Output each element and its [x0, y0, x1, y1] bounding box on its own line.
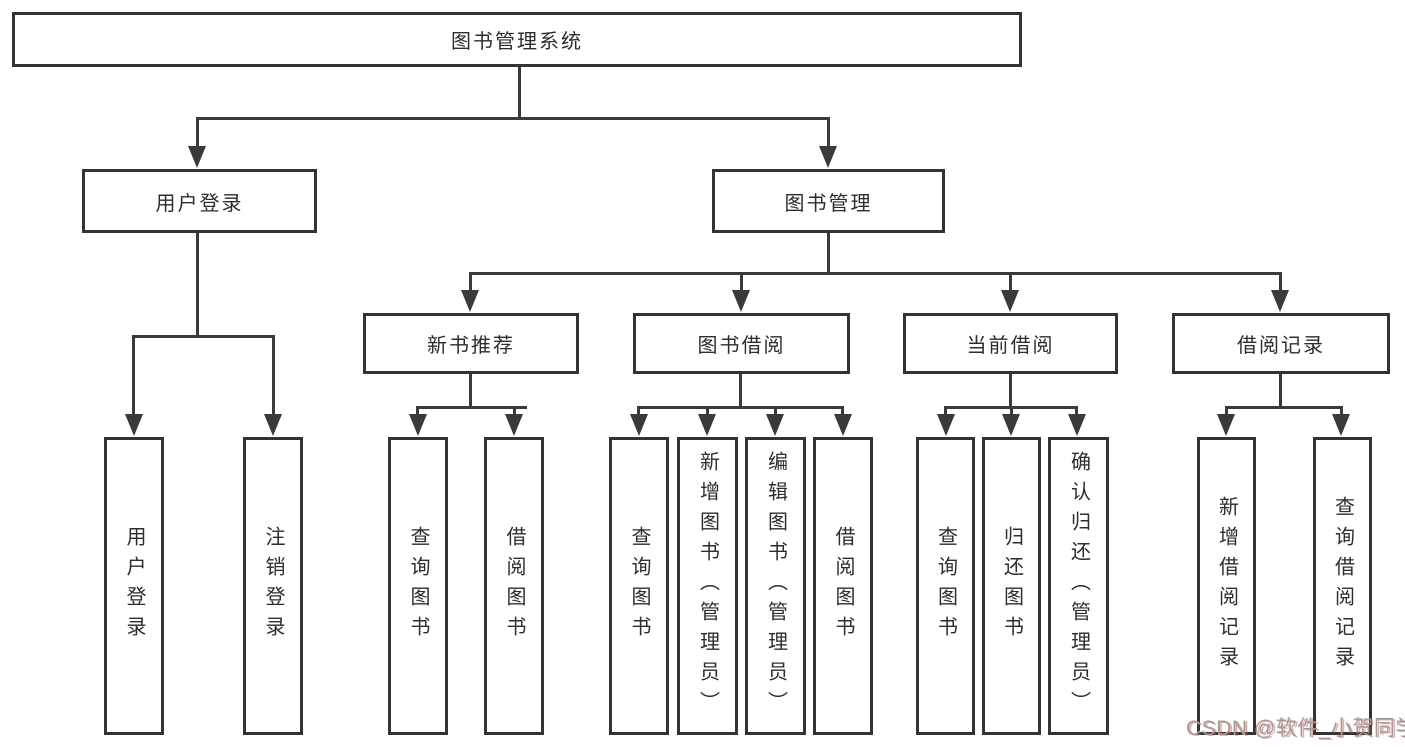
arrowhead [1217, 414, 1235, 436]
leaf-query-books-recommend-label: 查询图书 [407, 526, 429, 646]
node-user-login-label: 用户登录 [155, 192, 244, 215]
leaf-query-books-recommend: 查询图书 [388, 437, 448, 735]
connector-line [1010, 406, 1013, 418]
leaf-add-borrow-record: 新增借阅记录 [1197, 437, 1256, 735]
leaf-borrow-books-label: 借阅图书 [832, 526, 854, 646]
connector-line [637, 406, 844, 409]
connector-line [196, 117, 199, 149]
leaf-logout-label: 注销登录 [262, 526, 284, 646]
connector-line [739, 374, 742, 409]
leaf-logout: 注销登录 [243, 437, 303, 735]
leaf-confirm-return-admin: 确认归还（管理员） [1048, 437, 1109, 735]
arrowhead [630, 414, 648, 436]
arrowhead [1002, 414, 1020, 436]
arrowhead [461, 290, 479, 312]
node-book-borrow-label: 图书借阅 [697, 335, 786, 357]
connector-line [706, 406, 709, 418]
arrowhead [1068, 414, 1086, 436]
node-book-management-label: 图书管理 [784, 192, 873, 215]
leaf-borrow-books-recommend: 借阅图书 [484, 437, 544, 735]
leaf-add-borrow-record-label: 新增借阅记录 [1215, 496, 1238, 676]
node-user-login: 用户登录 [82, 169, 317, 233]
connector-line [827, 117, 830, 149]
node-new-book-recommend: 新书推荐 [363, 313, 579, 374]
connector-line [513, 406, 516, 418]
arrowhead [698, 414, 716, 436]
leaf-borrow-books: 借阅图书 [813, 437, 873, 735]
arrowhead [732, 290, 750, 312]
connector-line [827, 233, 830, 275]
connector-line [1279, 374, 1282, 409]
connector-line [1225, 406, 1228, 418]
arrowhead [1332, 414, 1350, 436]
connector-line [196, 233, 199, 338]
connector-line [132, 335, 275, 338]
connector-line [774, 406, 777, 418]
csdn-watermark: CSDN @软件_小贺同学 [1186, 717, 1405, 740]
node-current-borrow: 当前借阅 [903, 313, 1118, 374]
connector-line [740, 272, 743, 294]
connector-line [132, 335, 135, 417]
connector-line [518, 67, 521, 119]
connector-line [1225, 406, 1342, 409]
connector-line [416, 406, 419, 418]
leaf-user-login-label: 用户登录 [123, 526, 145, 646]
connector-line [416, 406, 527, 409]
leaf-user-login: 用户登录 [104, 437, 164, 735]
connector-line [841, 406, 844, 418]
node-book-borrow: 图书借阅 [633, 313, 850, 374]
leaf-edit-books-admin-label: 编辑图书（管理员） [764, 451, 787, 721]
arrowhead [1271, 290, 1289, 312]
leaf-query-books-current: 查询图书 [916, 437, 975, 735]
leaf-confirm-return-admin-label: 确认归还（管理员） [1067, 451, 1090, 721]
node-root-label: 图书管理系统 [451, 31, 583, 53]
leaf-query-borrow-record-label: 查询借阅记录 [1331, 496, 1354, 676]
leaf-query-books-current-label: 查询图书 [934, 526, 957, 646]
connector-line [1009, 374, 1012, 409]
connector-line [1279, 272, 1282, 294]
connector-line [272, 335, 275, 417]
leaf-add-books-admin-label: 新增图书（管理员） [696, 451, 719, 721]
connector-line [1340, 406, 1343, 418]
arrowhead [409, 414, 427, 436]
leaf-edit-books-admin: 编辑图书（管理员） [745, 437, 806, 735]
arrowhead [819, 146, 837, 168]
connector-line [944, 406, 947, 418]
leaf-return-books: 归还图书 [982, 437, 1041, 735]
arrowhead [505, 414, 523, 436]
connector-line [196, 117, 830, 120]
leaf-query-books-borrow-label: 查询图书 [628, 526, 650, 646]
connector-line [637, 406, 640, 418]
node-current-borrow-label: 当前借阅 [966, 335, 1055, 357]
leaf-query-books-borrow: 查询图书 [609, 437, 669, 735]
arrowhead [937, 414, 955, 436]
node-new-book-recommend-label: 新书推荐 [427, 335, 515, 357]
leaf-return-books-label: 归还图书 [1000, 526, 1023, 646]
connector-line [469, 272, 472, 294]
connector-line [1009, 272, 1012, 294]
arrowhead [834, 414, 852, 436]
leaf-query-borrow-record: 查询借阅记录 [1313, 437, 1372, 735]
node-book-management: 图书管理 [712, 169, 945, 233]
leaf-add-books-admin: 新增图书（管理员） [677, 437, 738, 735]
arrowhead [188, 146, 206, 168]
arrowhead [766, 414, 784, 436]
leaf-borrow-books-recommend-label: 借阅图书 [503, 526, 525, 646]
node-borrow-records-label: 借阅记录 [1237, 335, 1325, 357]
node-borrow-records: 借阅记录 [1172, 313, 1390, 374]
arrowhead [125, 414, 143, 436]
connector-line [1075, 406, 1078, 418]
connector-line [469, 272, 1282, 275]
node-root: 图书管理系统 [12, 12, 1022, 67]
arrowhead [264, 414, 282, 436]
connector-line [469, 374, 472, 409]
arrowhead [1001, 290, 1019, 312]
